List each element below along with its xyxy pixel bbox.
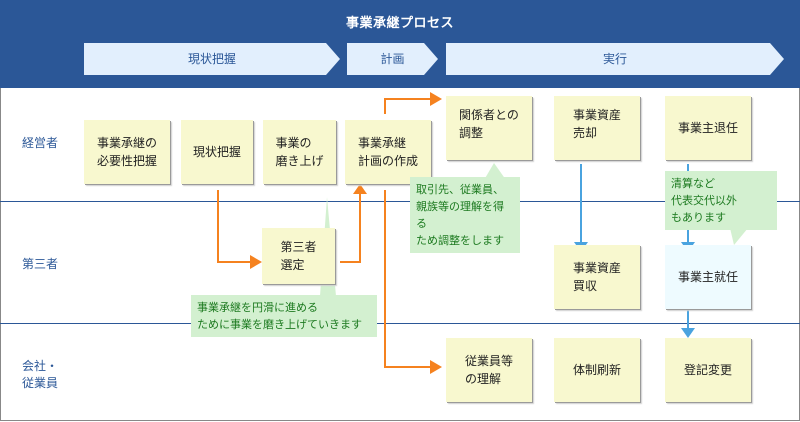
phase-current-state: 現状把握 — [84, 43, 340, 75]
box-label: 事業資産 売却 — [572, 108, 621, 140]
box-succession-plan: 事業承継 計画の作成 — [345, 120, 431, 184]
box-label: 従業員等 の理解 — [464, 354, 513, 386]
lane-label-third-party: 第三者 — [22, 257, 59, 271]
lane-label-company-employees: 会社・ 従業員 — [22, 359, 59, 390]
box-employee-understanding: 従業員等 の理解 — [446, 338, 532, 402]
box-necessity-assessment: 事業承継の 必要性把握 — [84, 120, 170, 184]
box-label: 事業主就任 — [677, 270, 738, 284]
box-asset-sale: 事業資産 売却 — [554, 96, 640, 160]
box-label: 事業主退任 — [677, 121, 738, 135]
box-label: 事業承継 計画の作成 — [357, 136, 418, 168]
box-label: 体制刷新 — [572, 363, 621, 377]
diagram-title: 事業承継プロセス — [345, 16, 454, 31]
box-business-polish: 事業の 磨き上げ — [263, 120, 336, 184]
phase-execution: 実行 — [446, 43, 784, 75]
box-structure-renewal: 体制刷新 — [554, 338, 640, 402]
box-label: 現状把握 — [192, 145, 241, 159]
lane-divider — [0, 323, 800, 324]
lane-label-owner: 経営者 — [22, 136, 59, 150]
box-current-assessment: 現状把握 — [181, 120, 253, 184]
box-third-party-selection: 第三者 選定 — [262, 228, 335, 284]
box-owner-retirement: 事業主退任 — [665, 96, 751, 160]
note-retirement: 清算など 代表交代以外 もあります — [665, 171, 777, 230]
header: 事業承継プロセス 現状把握 計画 実行 — [0, 0, 800, 88]
box-asset-purchase: 事業資産 買収 — [554, 245, 640, 309]
note-polish: 事業承継を円滑に進める ために事業を磨き上げていきます — [191, 295, 377, 337]
note-coordination: 取引先、従業員、 親族等の理解を得る ため調整をします — [410, 177, 520, 253]
box-registration-change: 登記変更 — [665, 338, 751, 402]
box-label: 事業承継の 必要性把握 — [96, 136, 157, 168]
box-label: 事業資産 買収 — [572, 261, 621, 293]
box-label: 関係者との 調整 — [459, 108, 519, 140]
box-owner-appointment: 事業主就任 — [665, 245, 751, 309]
box-label: 第三者 選定 — [280, 240, 317, 272]
phase-plan: 計画 — [347, 43, 438, 75]
box-label: 事業の 磨き上げ — [275, 136, 324, 168]
box-stakeholder-coordination: 関係者との 調整 — [446, 96, 532, 160]
box-label: 登記変更 — [683, 363, 732, 377]
